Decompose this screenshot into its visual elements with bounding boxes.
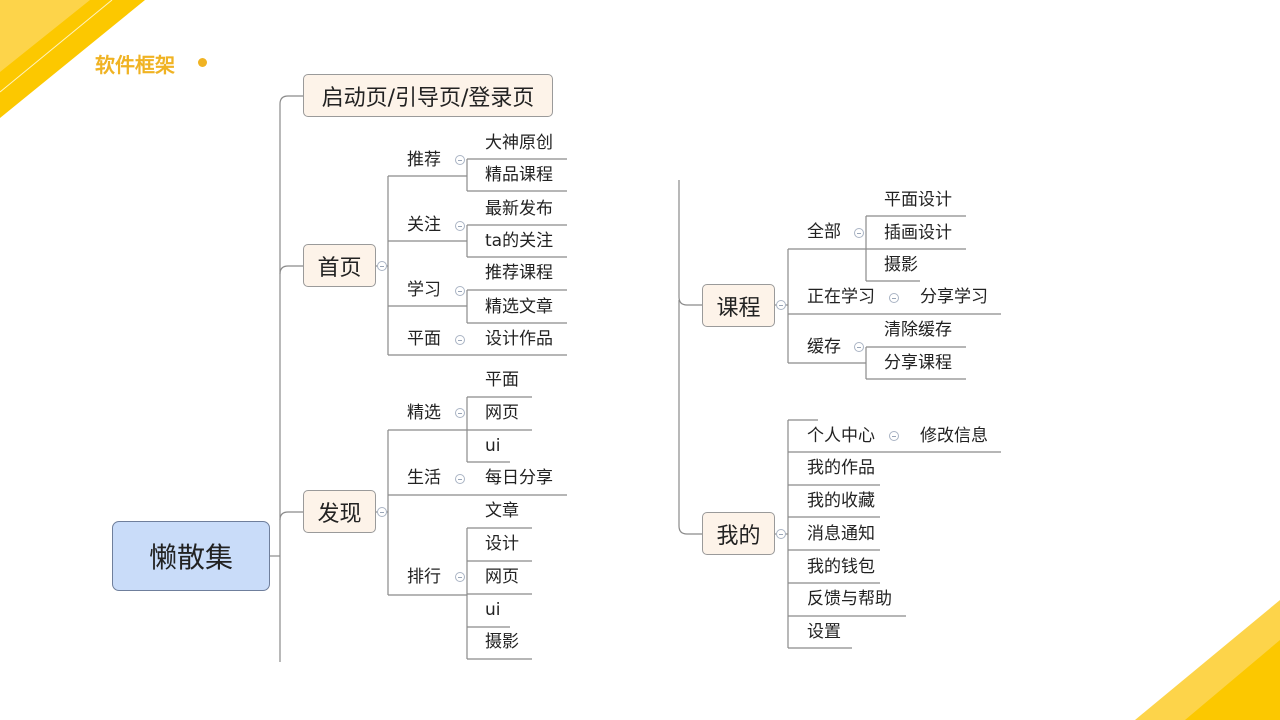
- collapse-icon[interactable]: [889, 293, 899, 303]
- leaf-item[interactable]: 最新发布: [485, 199, 553, 219]
- leaf-item[interactable]: 摄影: [884, 255, 918, 275]
- branch-feedback[interactable]: 反馈与帮助: [807, 589, 892, 609]
- branch-all[interactable]: 全部: [807, 222, 841, 242]
- collapse-icon[interactable]: [455, 155, 465, 165]
- branch-cache[interactable]: 缓存: [807, 337, 841, 357]
- collapse-icon[interactable]: [455, 408, 465, 418]
- leaf-item[interactable]: 分享学习: [920, 287, 988, 307]
- leaf-item[interactable]: 分享课程: [884, 353, 952, 373]
- leaf-item[interactable]: 设计: [485, 534, 519, 554]
- leaf-item[interactable]: 平面: [485, 370, 519, 390]
- leaf-item[interactable]: 文章: [485, 501, 519, 521]
- node-launch-pages[interactable]: 启动页/引导页/登录页: [303, 74, 553, 117]
- branch-settings[interactable]: 设置: [807, 622, 841, 642]
- leaf-item[interactable]: 每日分享: [485, 468, 553, 488]
- branch-wallet[interactable]: 我的钱包: [807, 557, 875, 577]
- title-bullet-dot: [198, 58, 207, 67]
- leaf-item[interactable]: 平面设计: [884, 190, 952, 210]
- collapse-icon[interactable]: [854, 342, 864, 352]
- leaf-item[interactable]: ui: [485, 436, 501, 456]
- node-discover[interactable]: 发现: [303, 490, 376, 533]
- branch-notifications[interactable]: 消息通知: [807, 524, 875, 544]
- branch-ranking[interactable]: 排行: [407, 567, 441, 587]
- branch-follow[interactable]: 关注: [407, 215, 441, 235]
- collapse-icon[interactable]: [455, 286, 465, 296]
- leaf-item[interactable]: ui: [485, 600, 501, 620]
- collapse-icon[interactable]: [455, 572, 465, 582]
- leaf-item[interactable]: 插画设计: [884, 223, 952, 243]
- collapse-icon[interactable]: [776, 300, 786, 310]
- branch-graphic[interactable]: 平面: [407, 329, 441, 349]
- leaf-item[interactable]: 网页: [485, 567, 519, 587]
- branch-profile[interactable]: 个人中心: [807, 426, 875, 446]
- node-mine[interactable]: 我的: [702, 512, 775, 555]
- branch-favorites[interactable]: 我的收藏: [807, 491, 875, 511]
- leaf-item[interactable]: 精选文章: [485, 297, 553, 317]
- branch-learning[interactable]: 正在学习: [807, 287, 875, 307]
- collapse-icon[interactable]: [854, 228, 864, 238]
- leaf-item[interactable]: 摄影: [485, 632, 519, 652]
- collapse-icon[interactable]: [455, 221, 465, 231]
- branch-my-works[interactable]: 我的作品: [807, 458, 875, 478]
- leaf-item[interactable]: 大神原创: [485, 133, 553, 153]
- leaf-item[interactable]: 修改信息: [920, 426, 988, 446]
- branch-featured[interactable]: 精选: [407, 403, 441, 423]
- collapse-icon[interactable]: [776, 529, 786, 539]
- branch-study[interactable]: 学习: [407, 280, 441, 300]
- leaf-item[interactable]: 精品课程: [485, 165, 553, 185]
- collapse-icon[interactable]: [889, 431, 899, 441]
- leaf-item[interactable]: 设计作品: [485, 329, 553, 349]
- branch-recommend[interactable]: 推荐: [407, 150, 441, 170]
- leaf-item[interactable]: ta的关注: [485, 231, 554, 251]
- branch-life[interactable]: 生活: [407, 468, 441, 488]
- root-node[interactable]: 懒散集: [112, 521, 270, 591]
- collapse-icon[interactable]: [455, 474, 465, 484]
- leaf-item[interactable]: 推荐课程: [485, 263, 553, 283]
- collapse-icon[interactable]: [377, 261, 387, 271]
- leaf-item[interactable]: 网页: [485, 403, 519, 423]
- leaf-item[interactable]: 清除缓存: [884, 320, 952, 340]
- node-home[interactable]: 首页: [303, 244, 376, 287]
- collapse-icon[interactable]: [377, 507, 387, 517]
- collapse-icon[interactable]: [455, 335, 465, 345]
- node-courses[interactable]: 课程: [702, 284, 775, 327]
- slide-title: 软件框架: [95, 53, 175, 77]
